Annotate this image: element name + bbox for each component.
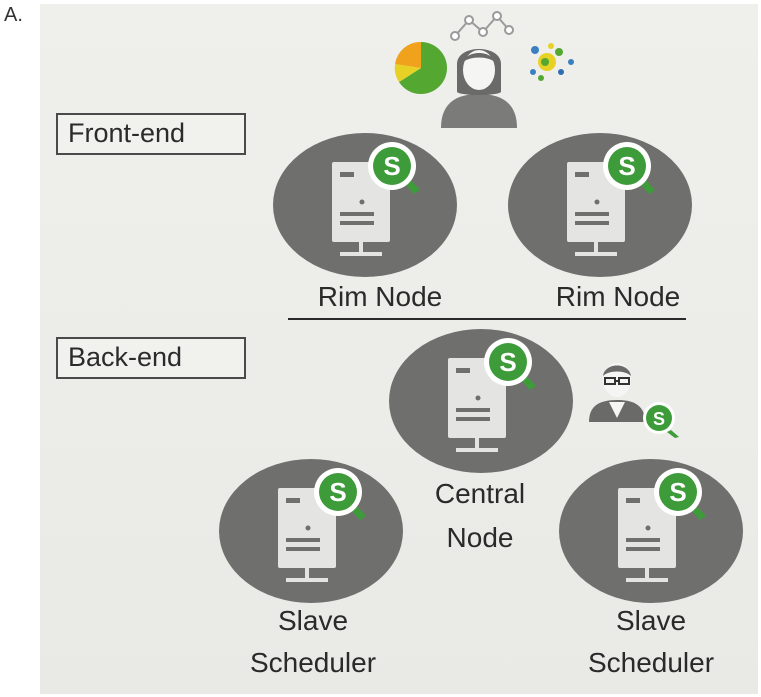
back-end-label: Back-end [56, 337, 246, 379]
rim-node-2-label: Rim Node [555, 281, 681, 312]
pie-chart-icon [394, 41, 447, 95]
svg-text:S: S [329, 477, 346, 507]
qlik-sense-logo: S [603, 142, 655, 194]
figure-label: A. [4, 4, 23, 26]
svg-text:S: S [499, 347, 516, 377]
scatter-plot-icon [530, 43, 574, 81]
svg-text:S: S [383, 151, 400, 181]
front-end-label: Front-end [56, 113, 246, 155]
svg-text:S: S [669, 477, 686, 507]
slave-scheduler-2-icon: S [559, 459, 743, 603]
admin-avatar-icon: S [589, 363, 679, 438]
line-graph-icon [450, 11, 514, 41]
qlik-sense-logo: S [484, 338, 536, 390]
slave-scheduler-1-label-line1: Slave [277, 605, 349, 636]
slave-scheduler-1-icon: S [219, 459, 403, 603]
central-node-icon: S [389, 329, 573, 473]
slave-scheduler-1-label-line2: Scheduler [249, 647, 377, 678]
svg-text:S: S [653, 409, 665, 429]
rim-node-2-icon: S [508, 133, 692, 277]
qlik-sense-logo: S [314, 468, 366, 520]
qlik-sense-logo: S [643, 402, 679, 438]
rim-node-1-icon: S [273, 133, 457, 277]
central-node-label-line1: Central [434, 478, 526, 509]
user-avatar-icon [441, 49, 517, 128]
tier-divider [288, 318, 686, 320]
analytics-user-cluster [394, 11, 574, 128]
slave-scheduler-2-label-line1: Slave [615, 605, 687, 636]
slave-scheduler-2-label-line2: Scheduler [587, 647, 715, 678]
svg-text:S: S [618, 151, 635, 181]
rim-node-1-label: Rim Node [317, 281, 443, 312]
qlik-sense-logo: S [654, 468, 706, 520]
qlik-sense-logo: S [368, 142, 420, 194]
central-node-label-line2: Node [446, 522, 514, 553]
